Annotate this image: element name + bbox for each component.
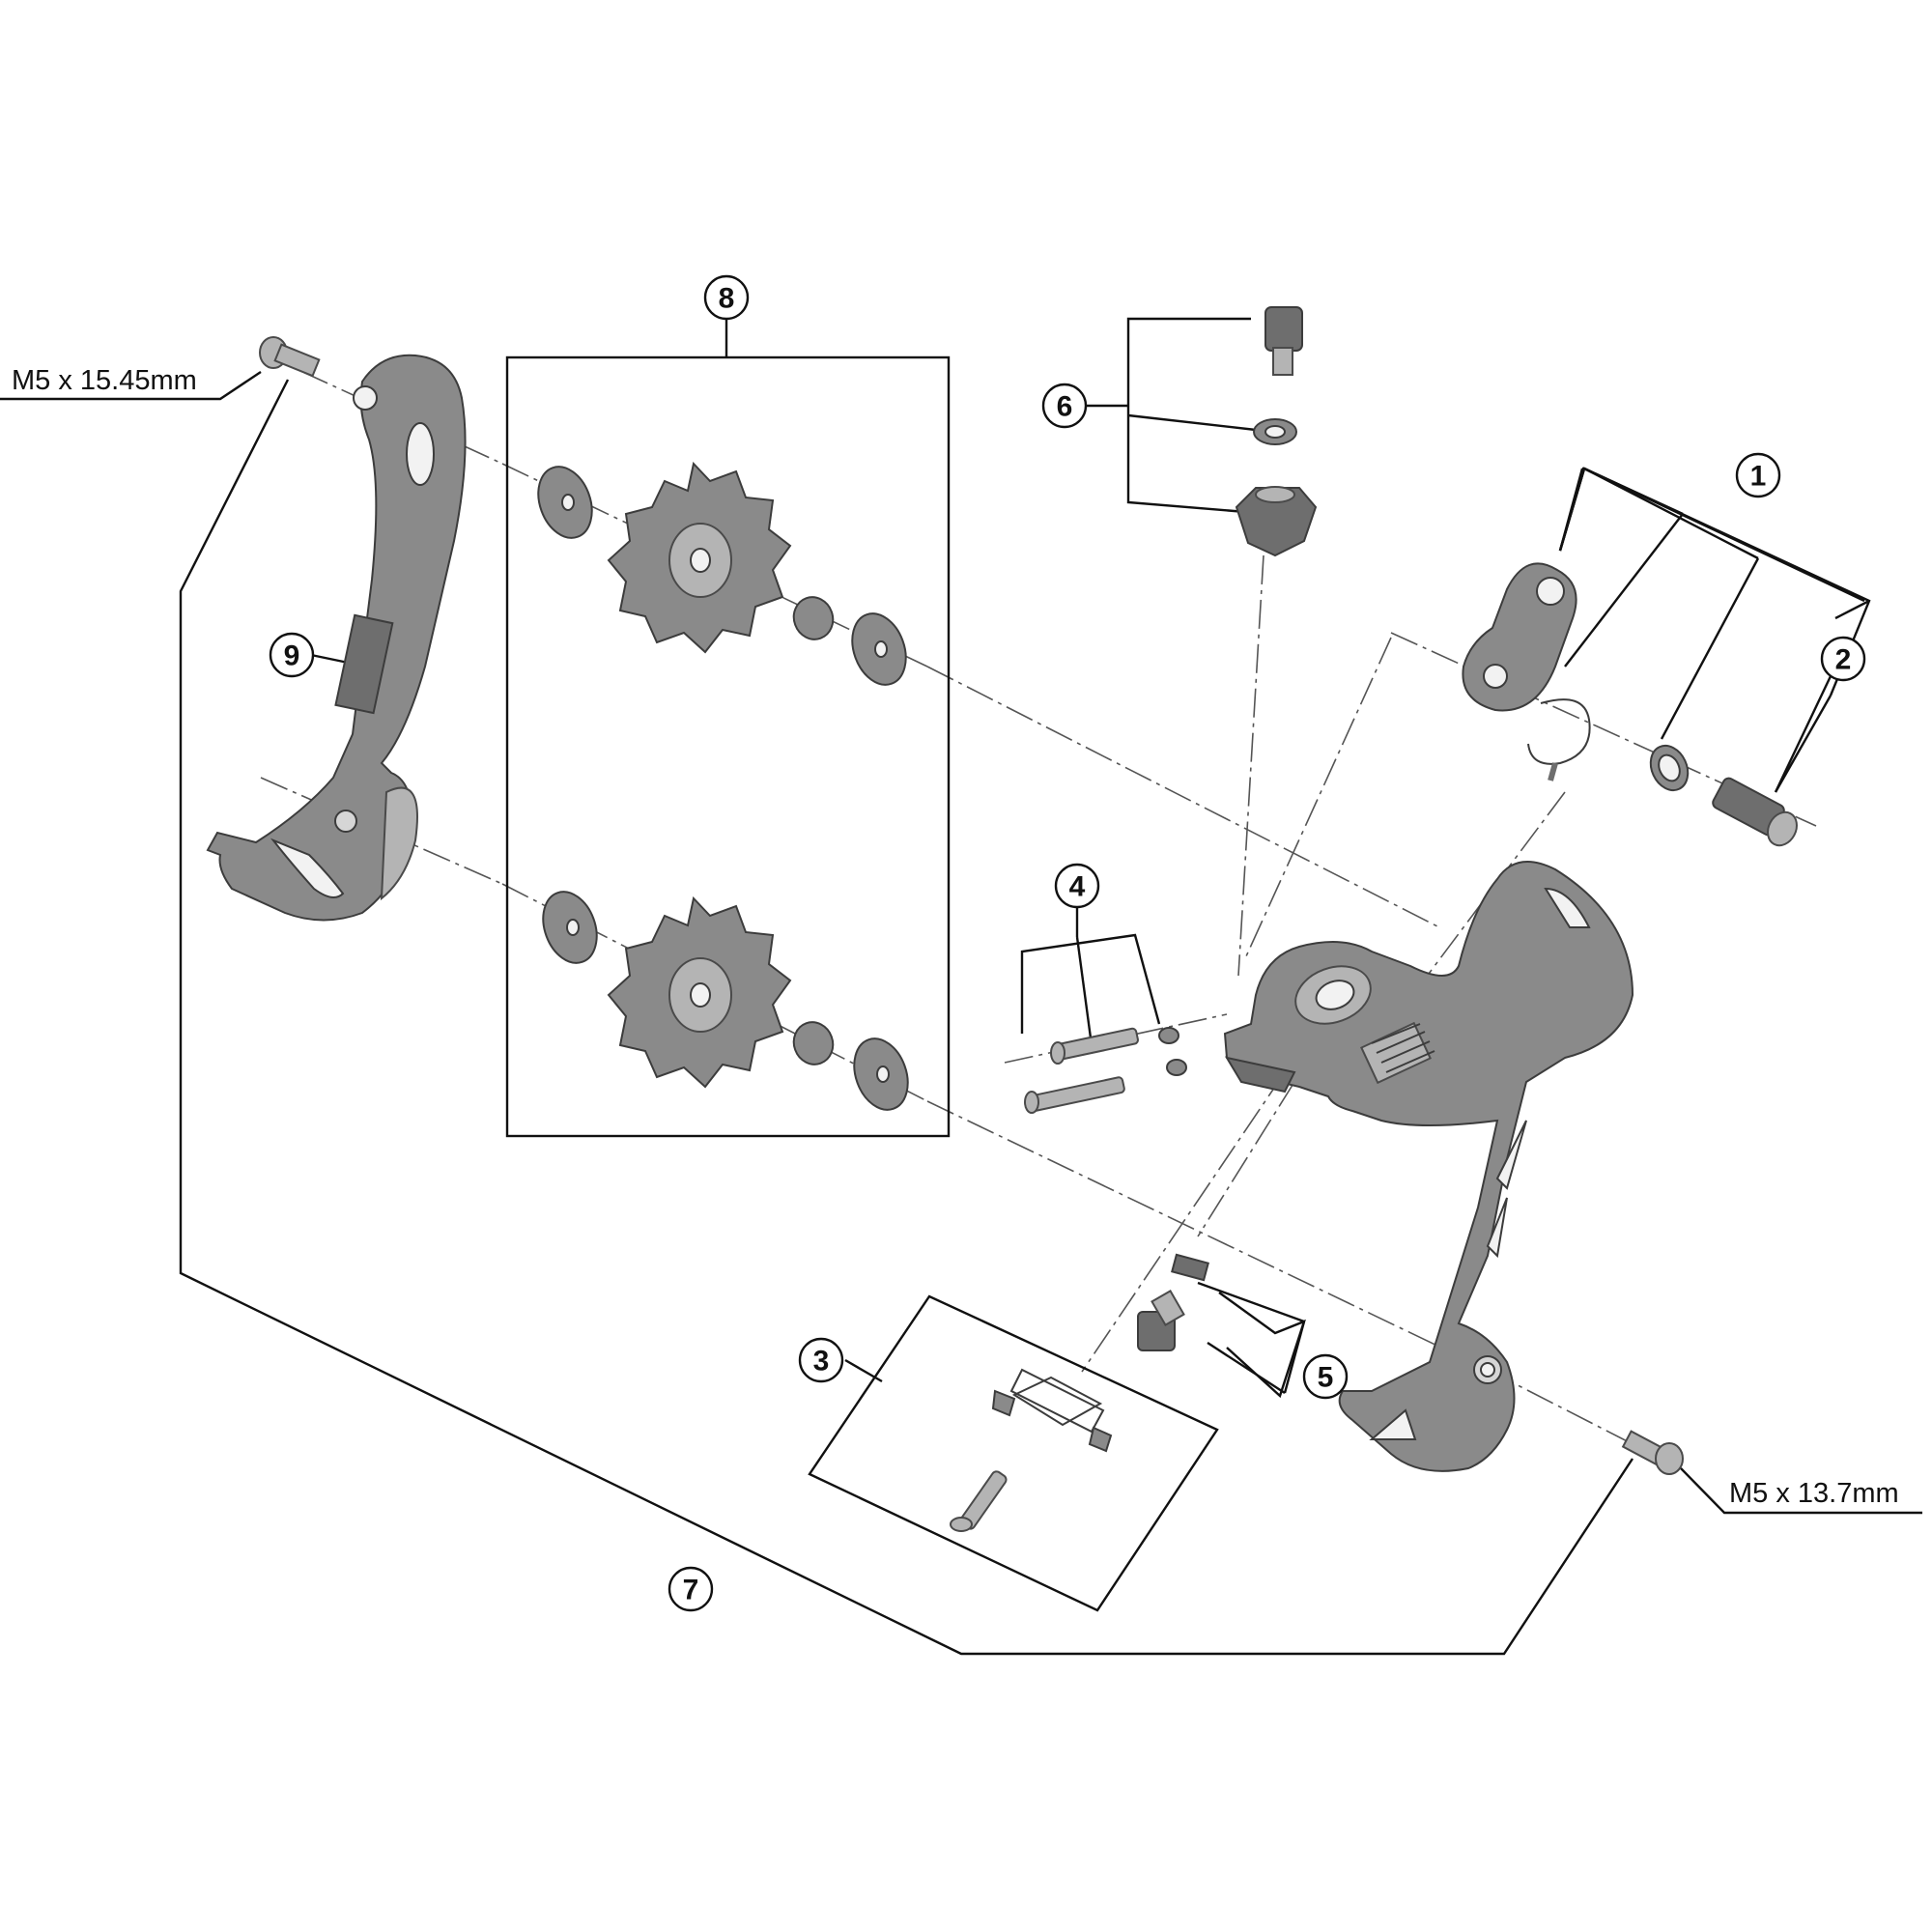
lower-bolt-spec-label: M5 x 13.7mm <box>1729 1478 1899 1509</box>
svg-text:3: 3 <box>813 1346 830 1378</box>
cable-guide-parts <box>950 1368 1113 1532</box>
cable-guide-box <box>808 1294 1219 1612</box>
callout-9: 9 <box>269 632 315 678</box>
upper-pulley-assembly <box>537 461 907 686</box>
upper-bolt-spec-label: M5 x 15.45mm <box>12 365 197 396</box>
callout-5: 5 <box>1302 1353 1349 1400</box>
svg-text:9: 9 <box>284 640 300 672</box>
callout-8: 8 <box>703 274 750 321</box>
guide-screw <box>1137 1253 1209 1351</box>
svg-text:2: 2 <box>1835 644 1852 676</box>
callout-7: 7 <box>668 1566 714 1612</box>
callout-6: 6 <box>1041 383 1088 429</box>
lower-pulley-bolt <box>1621 1430 1684 1475</box>
svg-text:4: 4 <box>1069 871 1086 903</box>
derailleur-body <box>1223 861 1634 1472</box>
svg-text:8: 8 <box>719 283 735 315</box>
upper-pulley-bolt <box>259 336 321 378</box>
svg-text:7: 7 <box>683 1575 699 1606</box>
b-link-parts <box>1462 562 1798 847</box>
callout-2: 2 <box>1820 636 1866 682</box>
lower-pulley-assembly <box>542 891 909 1111</box>
pulley-set-box <box>505 355 951 1138</box>
callout-4: 4 <box>1054 863 1100 909</box>
leader-lines <box>0 314 1922 1656</box>
cable-adjuster-parts <box>1235 306 1318 557</box>
svg-text:6: 6 <box>1057 391 1073 423</box>
inner-plate <box>206 354 467 922</box>
svg-text:1: 1 <box>1750 461 1767 493</box>
callout-3: 3 <box>798 1337 844 1383</box>
svg-text:5: 5 <box>1318 1362 1334 1394</box>
pivot-pins <box>1024 1027 1187 1114</box>
callout-1: 1 <box>1735 452 1781 498</box>
